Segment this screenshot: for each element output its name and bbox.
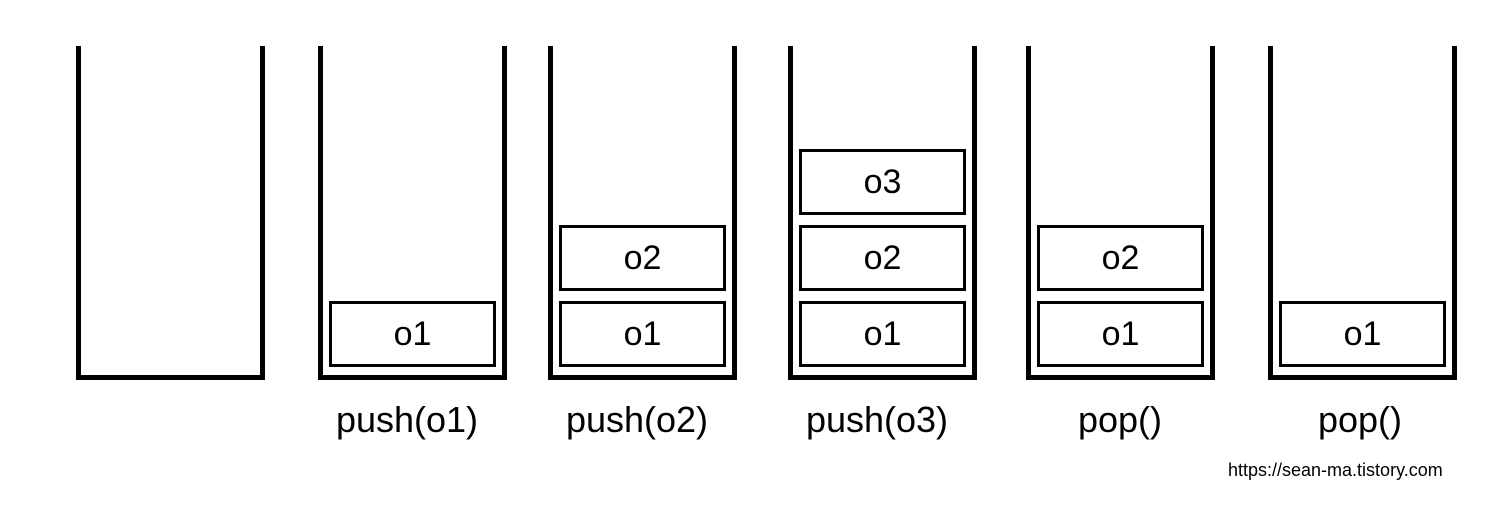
stack-item: o2 xyxy=(799,225,966,291)
stack-caption: push(o1) xyxy=(335,399,479,440)
stack-caption: push(o2) xyxy=(565,399,709,440)
stack-item: o1 xyxy=(1037,301,1204,367)
stack-container-pop-2: o1 xyxy=(1268,46,1457,380)
stack-item: o1 xyxy=(559,301,726,367)
stack-item: o3 xyxy=(799,149,966,215)
stack-container-pop-1: o1 o2 xyxy=(1026,46,1215,380)
stack-container-push-o3: o1 o2 o3 xyxy=(788,46,977,380)
stack-item: o2 xyxy=(559,225,726,291)
stack-caption: push(o3) xyxy=(805,399,949,440)
stack-item: o1 xyxy=(329,301,496,367)
stack-container-push-o1: o1 xyxy=(318,46,507,380)
stack-item: o2 xyxy=(1037,225,1204,291)
stack-caption: pop() xyxy=(1317,399,1403,440)
stack-item: o1 xyxy=(1279,301,1446,367)
stack-caption: pop() xyxy=(1077,399,1163,440)
watermark-url: https://sean-ma.tistory.com xyxy=(1228,460,1443,480)
stack-container-push-o2: o1 o2 xyxy=(548,46,737,380)
stack-item: o1 xyxy=(799,301,966,367)
stack-container-empty xyxy=(76,46,265,380)
